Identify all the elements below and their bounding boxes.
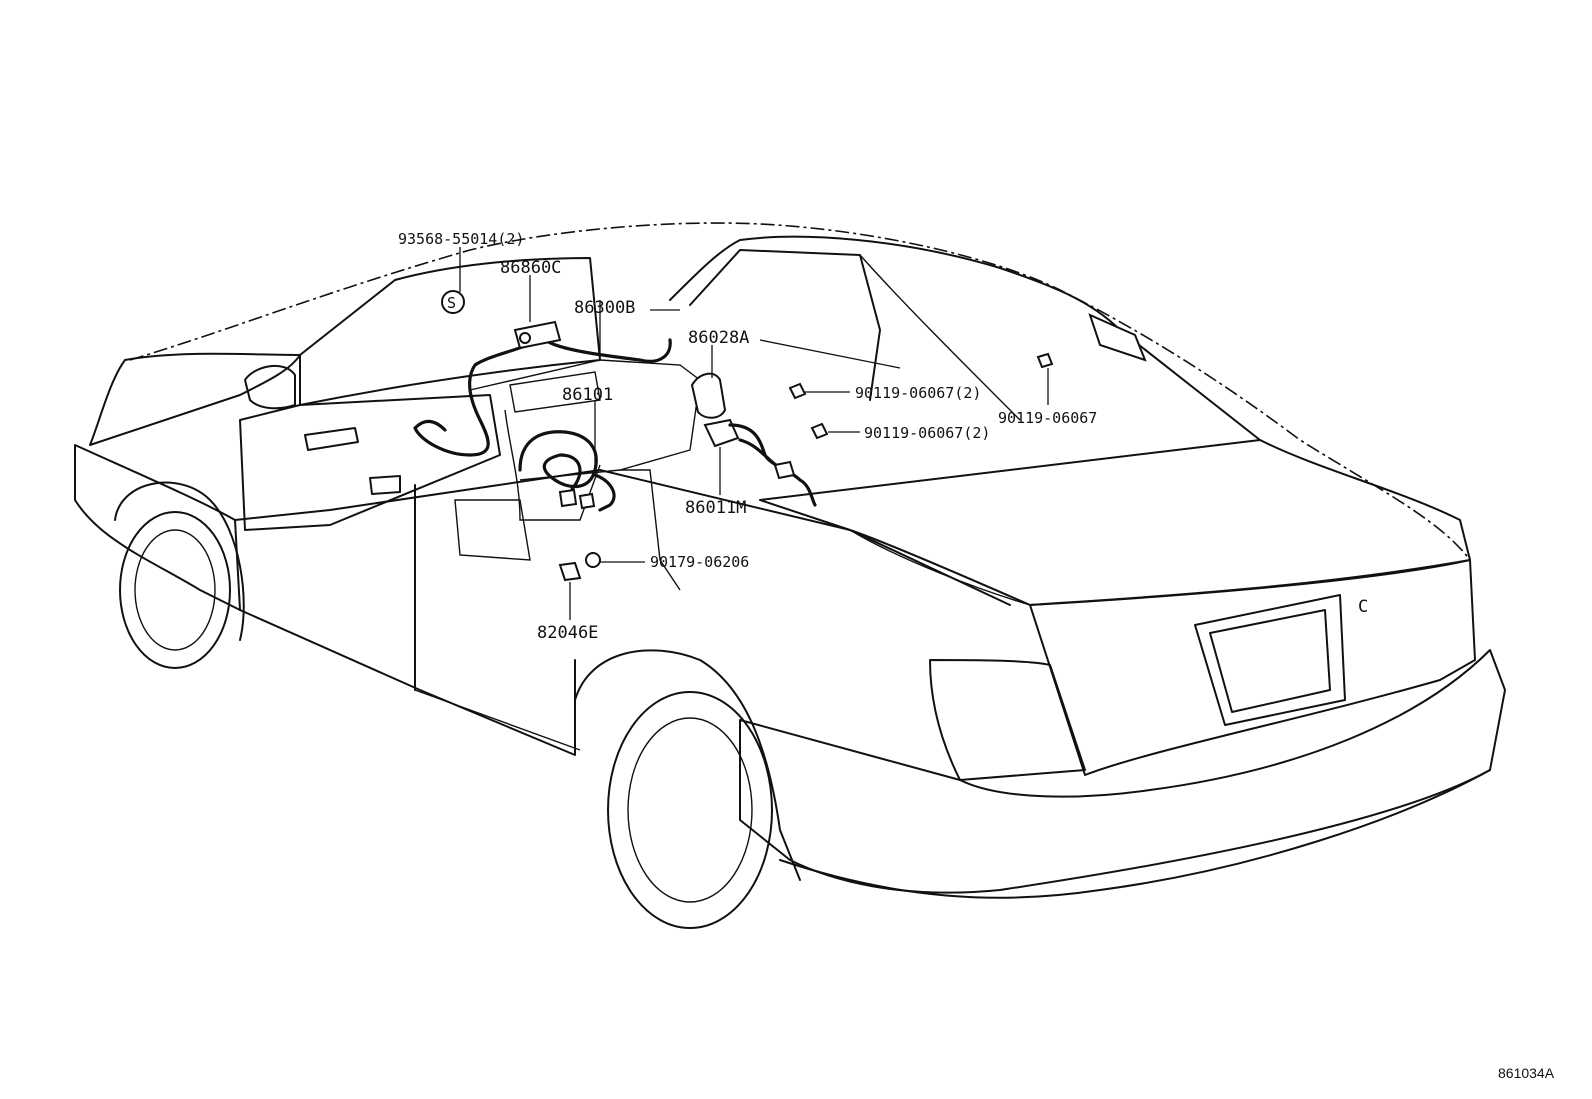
label-82046e: 82046E — [537, 623, 598, 643]
label-86011m: 86011M — [685, 498, 746, 518]
front-door — [239, 394, 501, 531]
dash-vent — [304, 427, 359, 451]
center-console — [504, 409, 601, 521]
label-86101: 86101 — [562, 385, 613, 405]
rear-panel — [1029, 559, 1476, 776]
label-86028a: 86028A — [688, 328, 749, 348]
rear-window-defogger — [859, 254, 1021, 421]
rear-wheel — [607, 691, 773, 929]
left-tail-light — [929, 659, 1086, 781]
front-wheel-arch — [114, 481, 245, 641]
rear-door-line — [414, 689, 581, 751]
side-mirror — [244, 364, 296, 410]
rear-bumper — [739, 649, 1506, 894]
s-marker: S — [447, 294, 456, 312]
rear-wheel-rim — [627, 717, 753, 903]
trunk-seam — [849, 529, 1031, 606]
label-86300b: 86300B — [574, 298, 635, 318]
screw-90119-a — [788, 382, 807, 400]
rear-deck-unit — [1088, 313, 1147, 362]
clamp-82046e — [558, 561, 582, 582]
rocker-panel — [239, 609, 576, 756]
rear-bumper-lower — [779, 769, 1491, 899]
label-90119-06067: 90119-06067 — [998, 409, 1097, 427]
label-93568-55014: 93568-55014(2) — [398, 230, 524, 248]
glove-box — [454, 499, 531, 561]
parts: S — [413, 290, 1147, 582]
leader-lines — [459, 247, 1049, 620]
antenna-cord-86300b — [413, 338, 542, 457]
nut-90179 — [585, 552, 601, 568]
connector-86101 — [558, 488, 578, 508]
screw-90119-b — [810, 422, 829, 440]
radio-harness-86101 — [518, 430, 616, 512]
front-wheel-rim — [134, 529, 216, 651]
trunk-lid — [759, 439, 1471, 606]
label-90179-06206: 90179-06206 — [650, 553, 749, 571]
antenna-cord-86101 — [543, 338, 672, 363]
antenna-amp-harness — [728, 423, 817, 507]
label-86860c: 86860C — [500, 258, 561, 278]
side-body-line — [234, 469, 1011, 606]
front-wheel — [119, 511, 231, 669]
c-marker: C — [1358, 597, 1368, 617]
license-plate — [1194, 594, 1346, 726]
part-labels: 93568-55014(2) 86860C 86300B 86028A 8610… — [398, 230, 1555, 1081]
screw-90119-c — [1036, 352, 1054, 369]
dashboard — [469, 359, 701, 481]
rear-wheel-arch — [574, 649, 801, 881]
roof-outline — [129, 222, 1471, 561]
connector-86101-b — [578, 492, 596, 510]
instrument-cluster — [509, 371, 601, 413]
label-90119-06067-2b: 90119-06067(2) — [864, 424, 990, 442]
license-plate-inner — [1209, 609, 1331, 713]
antenna-element-86028a — [690, 372, 727, 419]
label-90119-06067-2a: 90119-06067(2) — [855, 384, 981, 402]
rear-window — [669, 235, 1261, 441]
figure-code: 861034A — [1498, 1065, 1555, 1081]
s-marker-circle — [441, 290, 465, 314]
steering-column — [620, 469, 681, 591]
amplifier-bolt — [519, 332, 531, 344]
antenna-connector — [773, 460, 796, 480]
car-body — [74, 222, 1506, 929]
leader-86028a-b — [759, 339, 901, 369]
door-handle — [369, 475, 401, 495]
